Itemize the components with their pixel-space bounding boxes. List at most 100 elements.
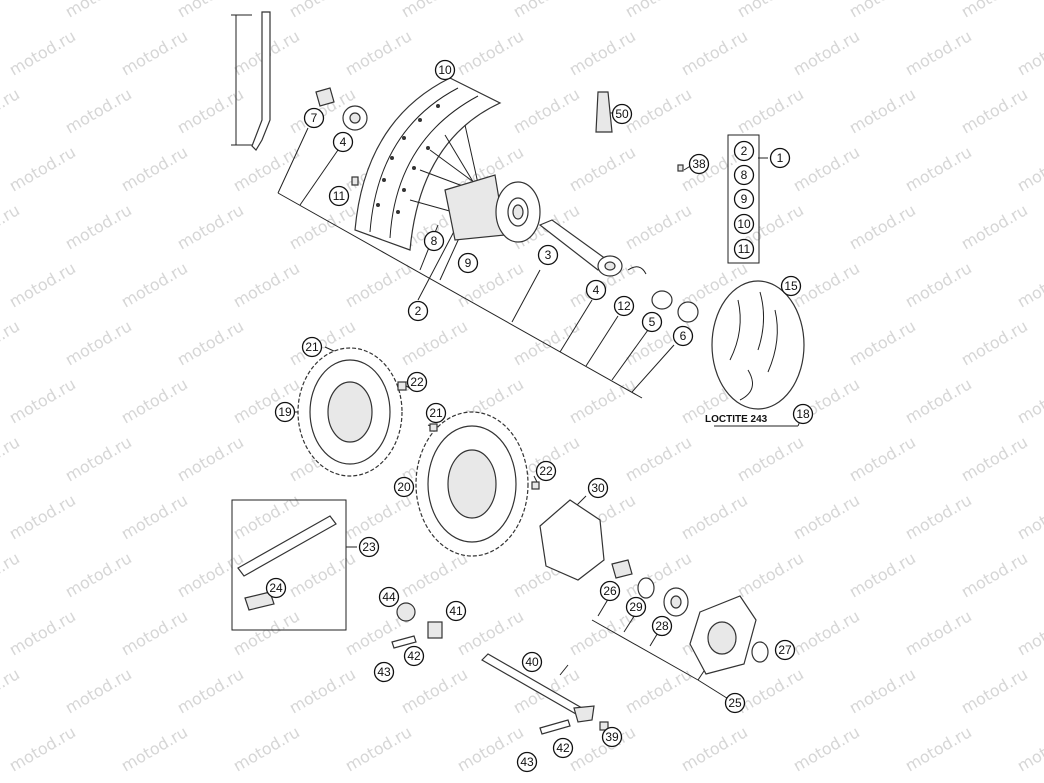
callout-number: 2 bbox=[741, 144, 748, 158]
watermark-text: motod.ru bbox=[1014, 374, 1044, 427]
watermark-text: motod.ru bbox=[454, 722, 527, 775]
callout-circle bbox=[688, 153, 710, 175]
callout-part-42: 42 bbox=[552, 737, 574, 759]
callout-number: 1 bbox=[777, 151, 784, 165]
watermark-text: motod.ru bbox=[62, 200, 135, 253]
callout-circle bbox=[265, 577, 287, 599]
callout-circle bbox=[358, 536, 380, 558]
watermark-text: motod.ru bbox=[846, 84, 919, 137]
callout-part-4: 4 bbox=[585, 279, 607, 301]
callout-number: 30 bbox=[591, 481, 605, 495]
callout-circle bbox=[733, 164, 755, 186]
callout-circle bbox=[733, 140, 755, 162]
watermark-text: motod.ru bbox=[0, 84, 23, 137]
callout-number: 43 bbox=[377, 665, 391, 679]
callout-circle bbox=[601, 726, 623, 748]
callout-part-26: 26 bbox=[599, 580, 621, 602]
callout-number: 10 bbox=[737, 217, 751, 231]
callout-circle bbox=[274, 401, 296, 423]
watermark-text: motod.ru bbox=[62, 432, 135, 485]
watermark-text: motod.ru bbox=[286, 664, 359, 717]
callout-number: 42 bbox=[556, 741, 570, 755]
callout-part-27: 27 bbox=[774, 639, 796, 661]
callout-number: 29 bbox=[629, 600, 643, 614]
watermark-text: motod.ru bbox=[734, 84, 807, 137]
callout-circle bbox=[769, 147, 791, 169]
callout-part-18: 18 bbox=[792, 403, 814, 425]
watermark-text: motod.ru bbox=[286, 200, 359, 253]
callout-number: 8 bbox=[431, 234, 438, 248]
callout-number: 20 bbox=[397, 480, 411, 494]
callout-number: 25 bbox=[728, 696, 742, 710]
brake-disc bbox=[711, 280, 805, 410]
watermark-text: motod.ru bbox=[790, 606, 863, 659]
callout-number: 23 bbox=[362, 540, 376, 554]
watermark-text: motod.ru bbox=[846, 200, 919, 253]
watermark-text: motod.ru bbox=[902, 26, 975, 79]
callout-number: 8 bbox=[741, 168, 748, 182]
callout-circle bbox=[393, 476, 415, 498]
callout-circle bbox=[406, 371, 428, 393]
watermark-text: motod.ru bbox=[230, 722, 303, 775]
watermark-text: motod.ru bbox=[0, 316, 23, 369]
callout-circle bbox=[733, 238, 755, 260]
callout-part-43: 43 bbox=[516, 751, 538, 773]
callout-part-19: 19 bbox=[274, 401, 296, 423]
watermark-text: motod.ru bbox=[958, 432, 1031, 485]
callout-circle bbox=[403, 645, 425, 667]
callout-circle bbox=[535, 460, 557, 482]
watermark-text: motod.ru bbox=[1014, 722, 1044, 775]
watermark-text: motod.ru bbox=[286, 0, 359, 21]
callout-number: 9 bbox=[465, 256, 472, 270]
hub-assembly bbox=[409, 124, 541, 243]
callout-number: 40 bbox=[525, 655, 539, 669]
watermark-text: motod.ru bbox=[958, 316, 1031, 369]
watermark-text: motod.ru bbox=[566, 374, 639, 427]
callout-part-9: 9 bbox=[457, 252, 479, 274]
watermark-text: motod.ru bbox=[734, 548, 807, 601]
callout-part-41: 41 bbox=[445, 600, 467, 622]
watermark-text: motod.ru bbox=[342, 26, 415, 79]
watermark-text: motod.ru bbox=[6, 374, 79, 427]
watermark-text: motod.ru bbox=[622, 432, 695, 485]
callout-circle bbox=[332, 131, 354, 153]
callout-number: 11 bbox=[738, 242, 751, 256]
callout-part-1: 1 bbox=[769, 147, 791, 169]
watermark-text: motod.ru bbox=[174, 432, 247, 485]
watermark-text: motod.ru bbox=[398, 548, 471, 601]
small-parts-bottom bbox=[391, 602, 609, 735]
watermark-text: motod.ru bbox=[734, 664, 807, 717]
watermark-text: motod.ru bbox=[678, 490, 751, 543]
watermark-text: motod.ru bbox=[846, 548, 919, 601]
spoke-drawing bbox=[231, 11, 271, 151]
watermark-text: motod.ru bbox=[454, 26, 527, 79]
watermark-text: motod.ru bbox=[846, 664, 919, 717]
watermark-text: motod.ru bbox=[902, 490, 975, 543]
watermark-text: motod.ru bbox=[790, 26, 863, 79]
callout-circle bbox=[537, 244, 559, 266]
callout-circle bbox=[625, 596, 647, 618]
kit-item-10: 10 bbox=[733, 213, 755, 235]
callout-number: 21 bbox=[305, 340, 319, 354]
watermark-text: motod.ru bbox=[0, 0, 23, 21]
watermark-text: motod.ru bbox=[1014, 258, 1044, 311]
watermark-text: motod.ru bbox=[566, 606, 639, 659]
callout-number: 12 bbox=[617, 299, 631, 313]
callout-number: 21 bbox=[429, 406, 443, 420]
callout-circle bbox=[733, 213, 755, 235]
callout-number: 42 bbox=[407, 649, 421, 663]
watermark-text: motod.ru bbox=[398, 664, 471, 717]
callout-number: 26 bbox=[603, 584, 617, 598]
watermark-text: motod.ru bbox=[174, 664, 247, 717]
callout-part-21: 21 bbox=[425, 402, 447, 424]
callout-part-20: 20 bbox=[393, 476, 415, 498]
callout-number: 5 bbox=[649, 315, 656, 329]
callout-circle bbox=[373, 661, 395, 683]
watermark-text: motod.ru bbox=[734, 432, 807, 485]
watermark-text: motod.ru bbox=[342, 490, 415, 543]
callout-circle bbox=[724, 692, 746, 714]
callout-circle bbox=[457, 252, 479, 274]
callout-number: 43 bbox=[520, 755, 534, 769]
